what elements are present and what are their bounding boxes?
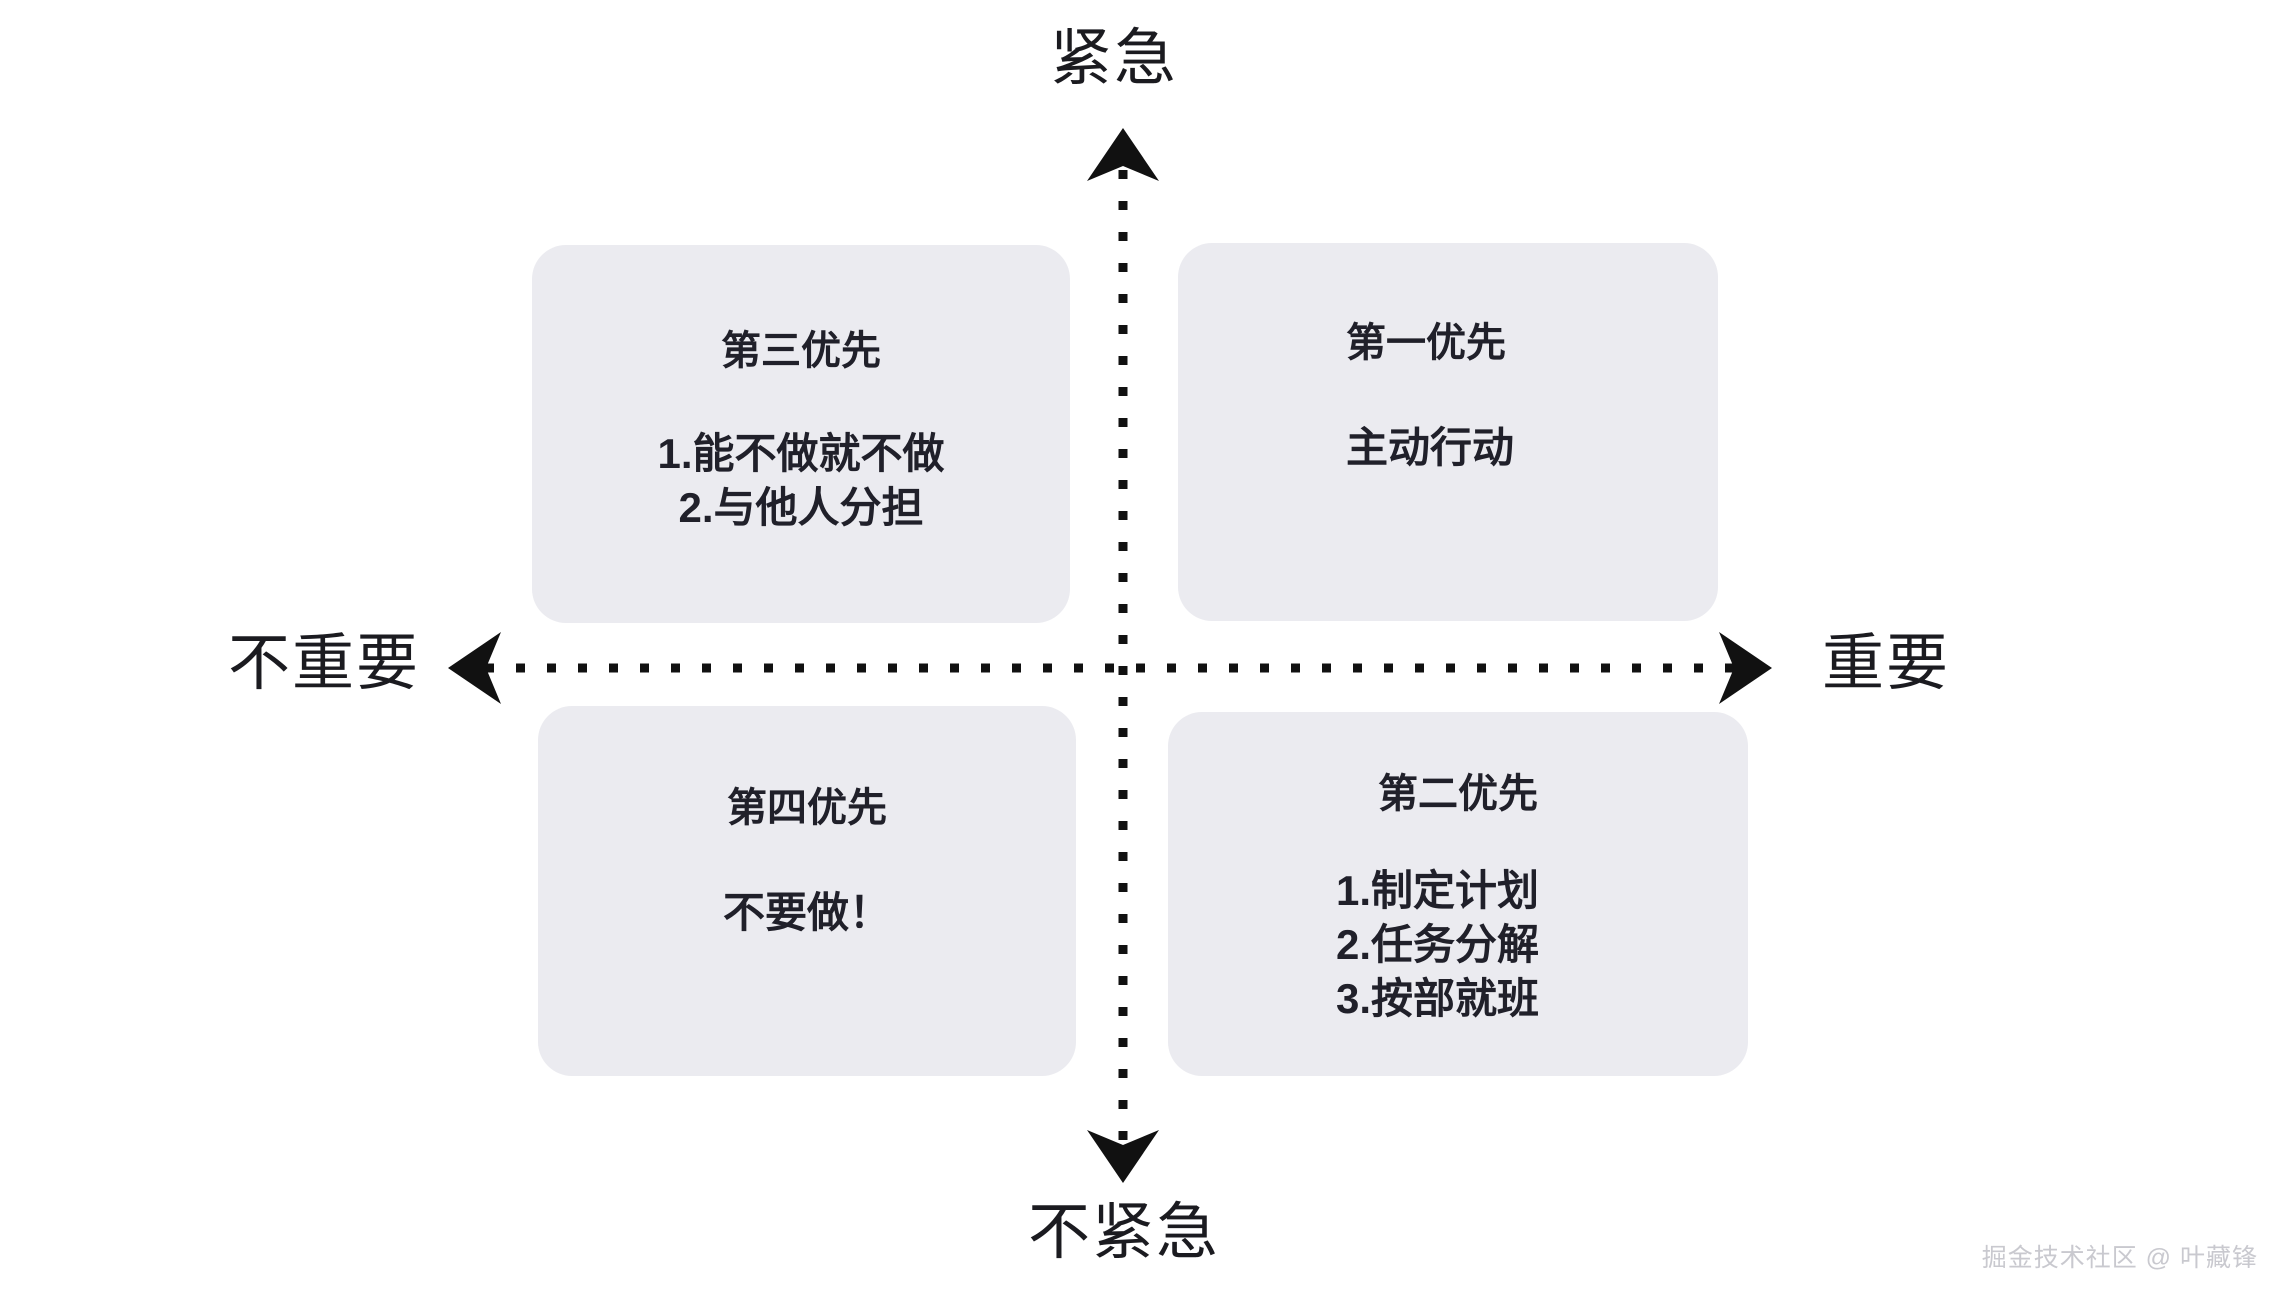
quadrant-title: 第二优先: [1378, 772, 1538, 816]
quadrant-title: 第四优先: [727, 786, 887, 830]
quadrant-top-right-first-priority[interactable]: 第一优先 主动行动: [1178, 243, 1718, 621]
quadrant-body: 不要做！: [722, 889, 891, 936]
axis-label-urgent: 紧急: [1050, 24, 1179, 93]
quadrant-title: 第一优先: [1346, 321, 1506, 365]
up-arrowhead: [1087, 128, 1159, 181]
watermark: 掘金技术社区 @ 叶藏锋: [1981, 1244, 2258, 1272]
down-arrowhead: [1087, 1130, 1159, 1183]
quadrant-title: 第三优先: [721, 329, 881, 373]
axis-label-not-important: 不重要: [228, 629, 421, 698]
right-arrowhead: [1719, 632, 1772, 704]
axis-label-important: 重要: [1822, 629, 1951, 698]
quadrant-body: 主动行动: [1346, 424, 1515, 471]
quadrant-body: 1.制定计划 2.任务分解 3.按部就班: [1336, 867, 1540, 1022]
quadrant-bottom-right-second-priority[interactable]: 第二优先 1.制定计划 2.任务分解 3.按部就班: [1168, 712, 1748, 1076]
quadrant-bottom-left-fourth-priority[interactable]: 第四优先 不要做！: [538, 706, 1076, 1076]
left-arrowhead: [448, 632, 501, 704]
quadrant-body: 1.能不做就不做 2.与他人分担: [657, 430, 945, 531]
quadrant-top-left-third-priority[interactable]: 第三优先 1.能不做就不做 2.与他人分担: [532, 245, 1070, 623]
axis-label-not-urgent: 不紧急: [1028, 1198, 1221, 1267]
